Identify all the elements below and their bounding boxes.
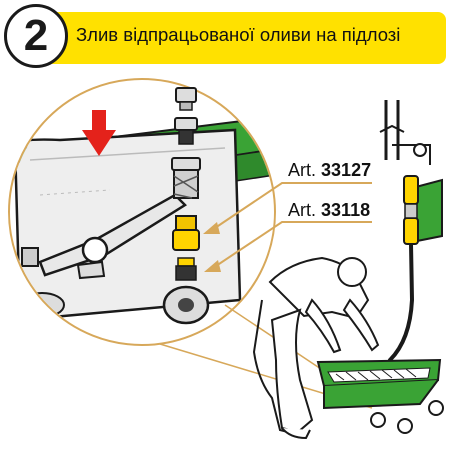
callout-arrow-head-1 bbox=[203, 222, 220, 234]
magnified-detail bbox=[10, 118, 274, 325]
yellow-unit-bottom bbox=[403, 217, 419, 245]
callout-arrow-head-2 bbox=[204, 260, 221, 272]
callout-label-art-33127: Art. 33127 bbox=[288, 160, 371, 181]
callout-arrow-1 bbox=[214, 182, 372, 229]
header-yellow-bar bbox=[32, 12, 446, 64]
callout-article-number: 33127 bbox=[321, 160, 372, 180]
step-number-badge: 2 bbox=[4, 4, 68, 68]
mechanic-figure bbox=[252, 256, 380, 440]
callout-arrow-2 bbox=[215, 221, 372, 267]
red-down-arrow-icon bbox=[82, 110, 116, 156]
coupling-stack bbox=[171, 87, 201, 281]
yellow-unit-top bbox=[403, 175, 419, 205]
callout-prefix: Art. bbox=[288, 200, 317, 220]
header-title: Злив відпрацьованої оливи на підлозі bbox=[76, 24, 401, 45]
callout-label-art-33118: Art. 33118 bbox=[288, 200, 370, 221]
callout-prefix: Art. bbox=[288, 160, 317, 180]
pipe-system bbox=[379, 100, 431, 165]
drain-tray-cart bbox=[316, 358, 444, 434]
step-header: 2 Злив відпрацьованої оливи на підлозі bbox=[2, 4, 451, 74]
drain-hose bbox=[376, 243, 415, 399]
callout-article-number: 33118 bbox=[321, 200, 371, 220]
